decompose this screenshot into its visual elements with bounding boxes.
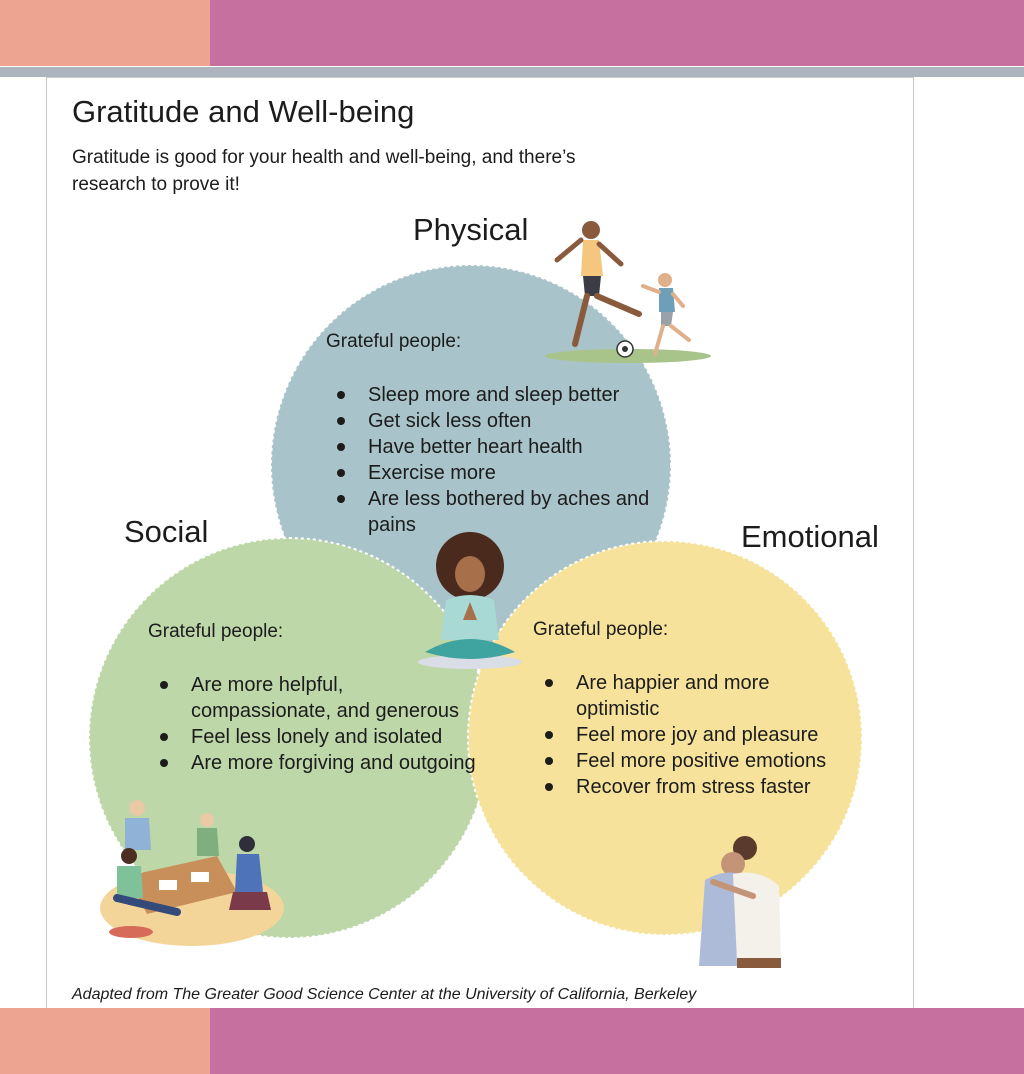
- bottom-band-mauve: [210, 1008, 1024, 1074]
- bullet-icon: [160, 759, 168, 767]
- list-item: Feel more joy and pleasure: [545, 722, 846, 748]
- venn-diagram: [88, 264, 863, 939]
- bullet-icon: [160, 681, 168, 689]
- top-band-mauve: [210, 0, 1024, 66]
- source-credit: Adapted from The Greater Good Science Ce…: [72, 986, 697, 1003]
- social-lead: Grateful people:: [148, 621, 284, 642]
- list-item: Have better heart health: [337, 434, 668, 460]
- people-hugging-icon: [699, 836, 781, 968]
- running-people-soccer-icon: [545, 221, 711, 363]
- bullet-icon: [545, 757, 553, 765]
- bottom-color-band: [0, 1008, 1024, 1074]
- physical-list: Sleep more and sleep better Get sick les…: [337, 382, 668, 538]
- emotional-list: Are happier and more optimistic Feel mor…: [545, 670, 846, 800]
- bullet-icon: [545, 679, 553, 687]
- bullet-icon: [545, 783, 553, 791]
- list-item: Are less bothered by aches and pains: [337, 486, 668, 538]
- bullet-icon: [337, 391, 345, 399]
- list-item: Sleep more and sleep better: [337, 382, 668, 408]
- list-item: Are happier and more optimistic: [545, 670, 846, 722]
- emotional-lead: Grateful people:: [533, 619, 669, 640]
- list-item: Are more helpful, compassionate, and gen…: [160, 672, 487, 724]
- infographic-card: Gratitude and Well-being Gratitude is go…: [46, 77, 914, 1012]
- list-item: Get sick less often: [337, 408, 668, 434]
- bullet-icon: [545, 731, 553, 739]
- bullet-icon: [337, 417, 345, 425]
- bullet-icon: [337, 495, 345, 503]
- meditating-woman-icon: [418, 532, 522, 669]
- list-item: Feel more positive emotions: [545, 748, 846, 774]
- list-item: Are more forgiving and outgoing: [160, 750, 487, 776]
- bullet-icon: [337, 469, 345, 477]
- bottom-band-peach: [0, 1008, 210, 1074]
- top-band-peach: [0, 0, 210, 66]
- top-color-band: [0, 0, 1024, 66]
- physical-lead: Grateful people:: [326, 331, 462, 352]
- physical-heading: Physical: [413, 212, 529, 247]
- social-list: Are more helpful, compassionate, and gen…: [160, 672, 487, 776]
- page-subtitle: Gratitude is good for your health and we…: [72, 147, 576, 195]
- list-item: Feel less lonely and isolated: [160, 724, 487, 750]
- top-divider: [0, 67, 1024, 77]
- list-item: Exercise more: [337, 460, 668, 486]
- emotional-heading: Emotional: [741, 519, 879, 554]
- people-playing-board-game-icon: [100, 800, 284, 946]
- bullet-icon: [337, 443, 345, 451]
- social-heading: Social: [124, 514, 209, 549]
- page-title: Gratitude and Well-being: [72, 94, 415, 129]
- list-item: Recover from stress faster: [545, 774, 846, 800]
- emotional-circle: [467, 540, 863, 936]
- bullet-icon: [160, 733, 168, 741]
